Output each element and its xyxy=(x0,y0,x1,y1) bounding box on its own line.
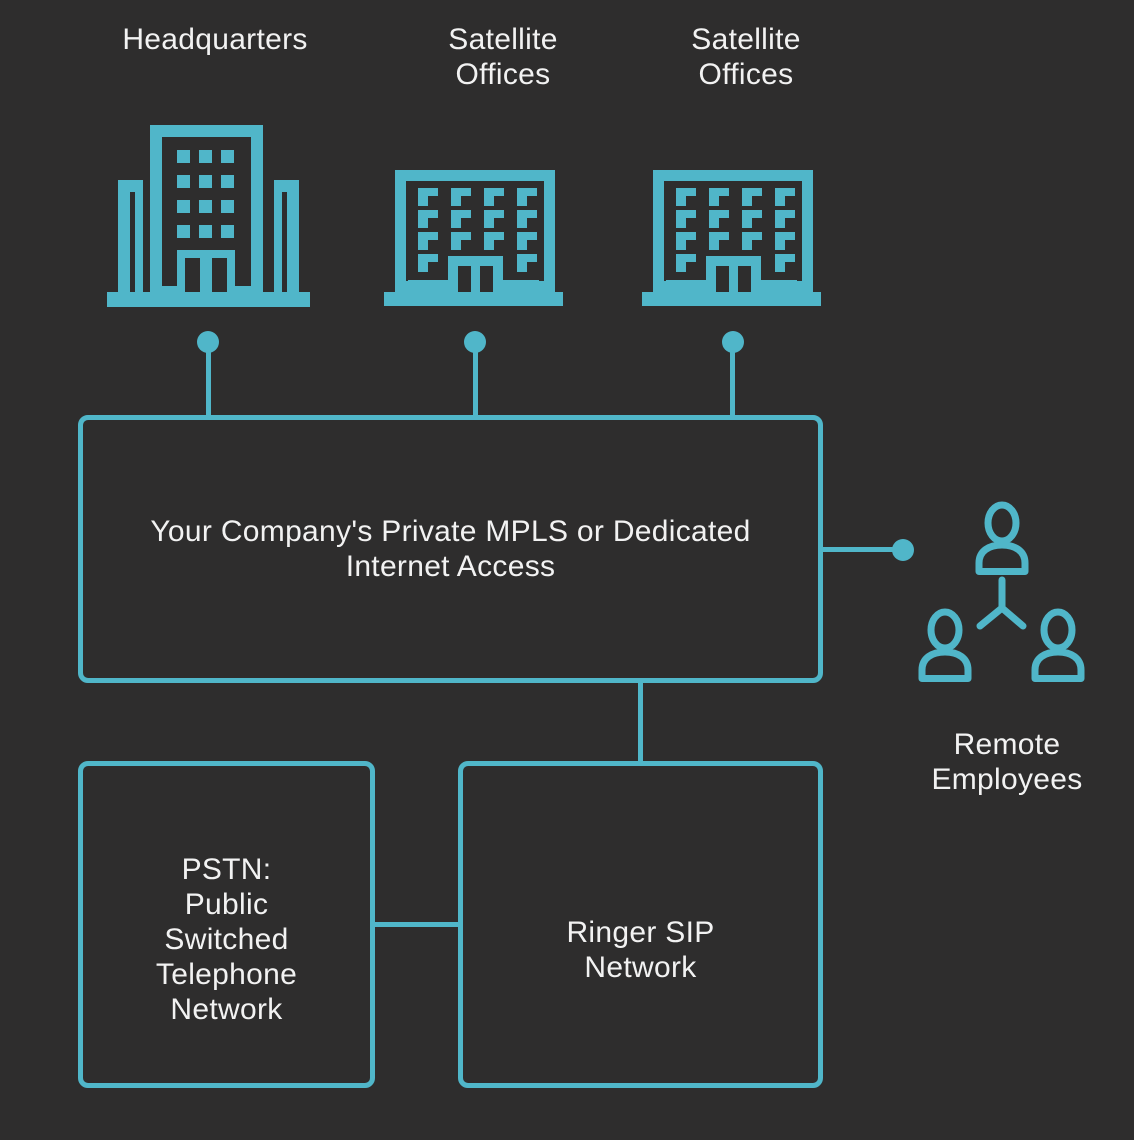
person-icon-left xyxy=(922,612,968,679)
person-icon-top xyxy=(979,505,1025,572)
connector-pstn-ringer xyxy=(373,922,458,927)
label-satellite-offices-2: Satellite Offices xyxy=(691,23,801,91)
connector-satellite2-mpls xyxy=(730,342,735,418)
connector-dot-remote xyxy=(892,539,914,561)
mpls-box: Your Company's Private MPLS or Dedicated… xyxy=(78,415,823,683)
people-y-connector xyxy=(976,576,1027,630)
mpls-box-label: Your Company's Private MPLS or Dedicated… xyxy=(150,515,751,583)
connector-satellite1-mpls xyxy=(473,342,478,418)
connector-dot-headquarters xyxy=(197,331,219,353)
connector-dot-satellite1 xyxy=(464,331,486,353)
label-satellite-offices-1: Satellite Offices xyxy=(448,23,558,91)
connector-mpls-remote xyxy=(820,547,903,552)
satellite-building-icon-1 xyxy=(384,168,563,306)
connector-mpls-ringer xyxy=(638,681,643,763)
pstn-box-label: PSTN: Public Switched Telephone Network xyxy=(155,853,298,1026)
label-remote-employees: Remote Employees xyxy=(931,728,1083,796)
label-headquarters: Headquarters xyxy=(122,23,308,56)
headquarters-building-icon xyxy=(107,125,310,307)
connector-headquarters-mpls xyxy=(206,342,211,418)
remote-employees-people-icon xyxy=(910,495,1100,690)
ringer-sip-box: Ringer SIP Network xyxy=(458,761,823,1088)
ringer-sip-box-label: Ringer SIP Network xyxy=(566,915,715,984)
connector-dot-satellite2 xyxy=(722,331,744,353)
person-icon-right xyxy=(1035,612,1081,679)
pstn-box: PSTN: Public Switched Telephone Network xyxy=(78,761,375,1088)
satellite-building-icon-2 xyxy=(642,168,821,306)
